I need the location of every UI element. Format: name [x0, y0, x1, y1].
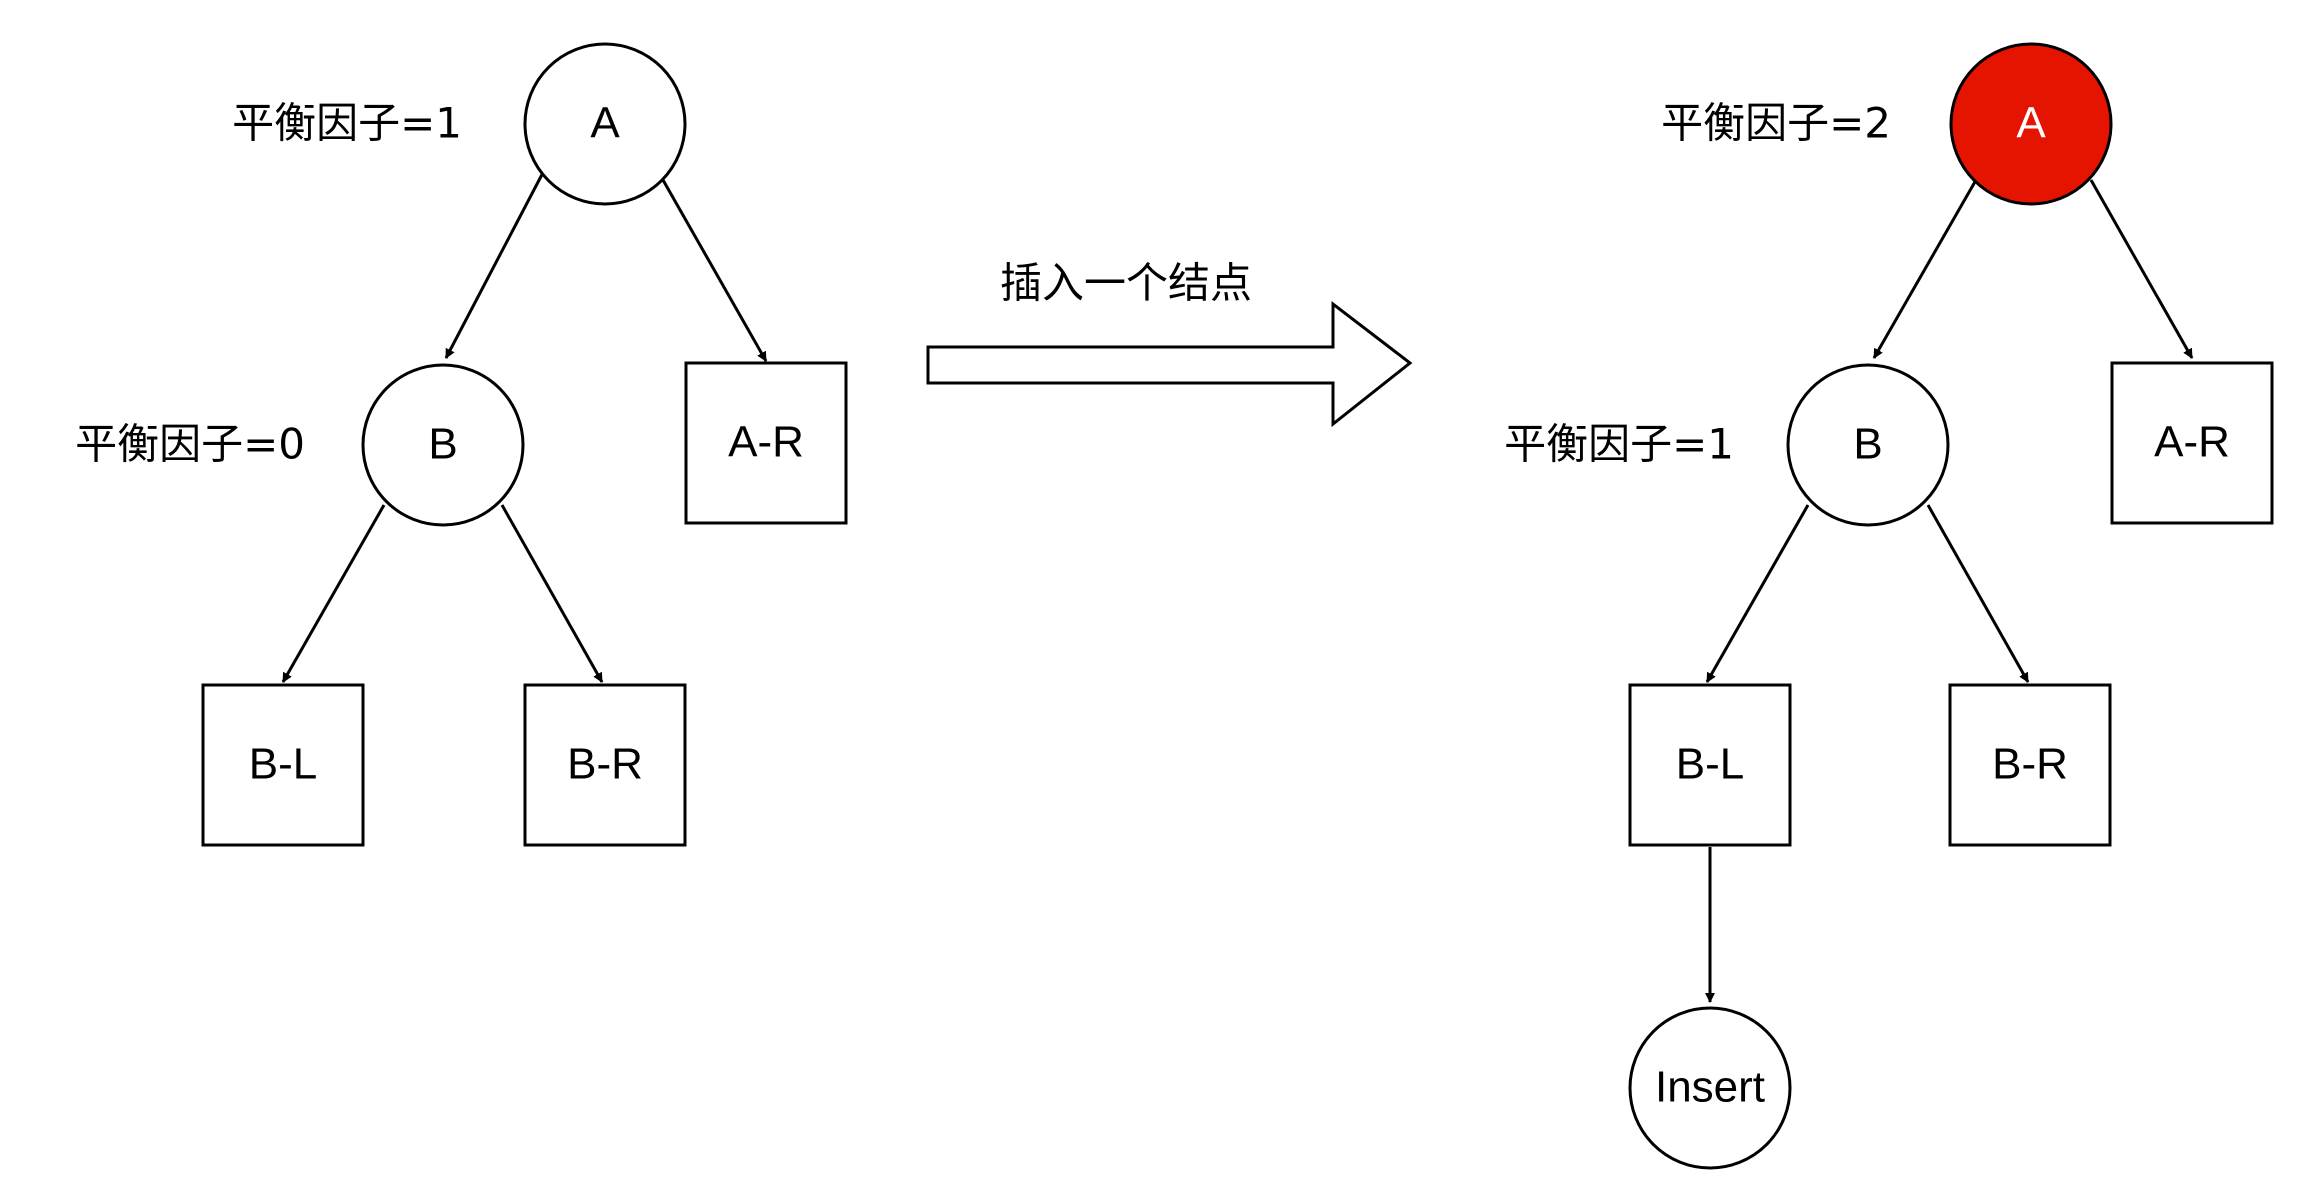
after-bl-label: B-L — [1676, 740, 1744, 789]
before-bl-box — [201, 683, 365, 847]
before-root-label: A — [590, 99, 620, 148]
after-root-label: A — [2016, 99, 2046, 148]
transition: 插入一个结点 — [926, 259, 1413, 428]
transition-arrow-icon — [926, 300, 1413, 428]
before-ar-subtree: A-R — [684, 361, 848, 525]
before-b-circle — [361, 363, 525, 527]
edge-before-a-to-ar — [661, 179, 768, 362]
after-bl-subtree: B-L — [1628, 683, 1792, 847]
after-b-label: B — [1853, 420, 1882, 469]
after-root-circle — [1949, 42, 2113, 206]
before-bl-label: B-L — [249, 740, 317, 789]
after-root-node: A — [1949, 42, 2113, 206]
edge-after-b-to-bl — [1705, 504, 1810, 683]
edge-before-b-to-br — [500, 504, 604, 683]
edge-before-a-to-b — [444, 162, 550, 359]
before-br-label: B-R — [567, 740, 643, 789]
edge-after-a-to-b — [1872, 179, 1978, 359]
after-ar-label: A-R — [2154, 418, 2230, 467]
before-bl-subtree: B-L — [201, 683, 365, 847]
before-br-box — [523, 683, 687, 847]
after-inserted-node: Insert — [1628, 1006, 1792, 1170]
before-root-balance-label: 平衡因子=1 — [232, 99, 462, 148]
after-ar-subtree: A-R — [2110, 361, 2274, 525]
after-br-subtree: B-R — [1948, 683, 2112, 847]
after-br-label: B-R — [1992, 740, 2068, 789]
after-root-balance-label: 平衡因子=2 — [1661, 99, 1891, 148]
inserted-node-circle — [1628, 1006, 1792, 1170]
edge-after-a-to-ar — [2089, 179, 2194, 359]
after-tree: A 平衡因子=2 B 平衡因子=1 A-R B-L B-R Insert — [1504, 42, 2274, 1170]
after-b-circle — [1786, 363, 1950, 527]
before-b-node: B — [361, 363, 525, 527]
before-root-circle — [523, 42, 687, 206]
after-b-node: B — [1786, 363, 1950, 527]
before-b-label: B — [428, 420, 457, 469]
before-ar-label: A-R — [728, 418, 804, 467]
inserted-node-label: Insert — [1655, 1063, 1765, 1112]
after-b-balance-label: 平衡因子=1 — [1504, 420, 1734, 469]
after-ar-box — [2110, 361, 2274, 525]
after-br-box — [1948, 683, 2112, 847]
edge-after-b-to-br — [1926, 504, 2030, 683]
edge-before-b-to-bl — [281, 504, 386, 683]
before-ar-box — [684, 361, 848, 525]
transition-label: 插入一个结点 — [1000, 259, 1252, 308]
after-bl-box — [1628, 683, 1792, 847]
before-root-node: A — [523, 42, 687, 206]
before-b-balance-label: 平衡因子=0 — [75, 420, 305, 469]
before-tree: A 平衡因子=1 B 平衡因子=0 A-R B-L B-R — [75, 42, 848, 847]
before-br-subtree: B-R — [523, 683, 687, 847]
